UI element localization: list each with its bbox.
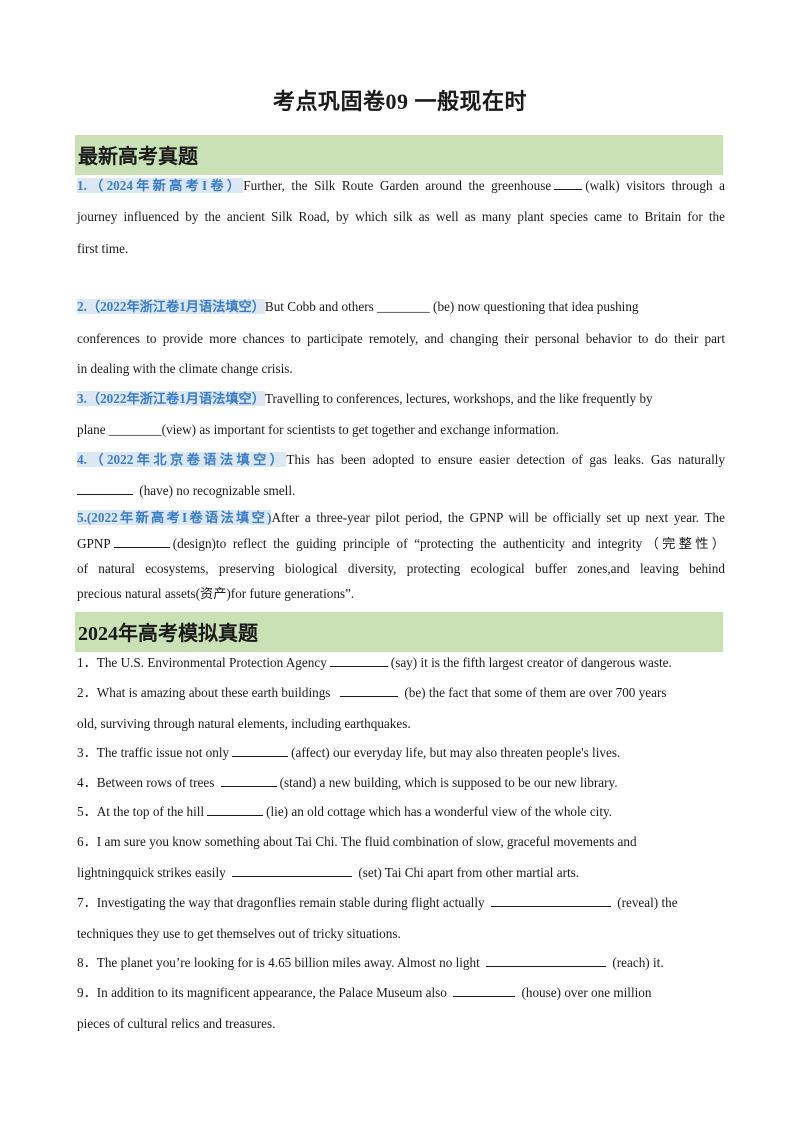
- answer-blank[interactable]: [490, 894, 611, 907]
- question-text: (house) over one million: [521, 985, 652, 1000]
- question-text: This has been adopted to ensure easier d…: [286, 452, 725, 467]
- question-source: 3.（2022年浙江卷1月语法填空）: [77, 391, 265, 406]
- question-line: 5.(2022年新高考I卷语法填空)After a three-year pil…: [77, 509, 725, 527]
- question-text: (design)to reflect the guiding principle…: [172, 536, 725, 551]
- question-text: 3．The traffic issue not only: [77, 745, 230, 760]
- question-line: 4.（2022年北京卷语法填空）This has been adopted to…: [77, 451, 725, 469]
- answer-blank[interactable]: [232, 744, 289, 757]
- question-line: conferences to provide more chances to p…: [77, 331, 725, 346]
- question-text: After a three-year pilot period, the GPN…: [271, 510, 725, 525]
- question-text: 9．In addition to its magnificent appeara…: [77, 985, 447, 1000]
- answer-blank[interactable]: [486, 954, 607, 967]
- question-text: 8．The planet you’re looking for is 4.65 …: [77, 955, 480, 970]
- question-line: 6．I am sure you know something about Tai…: [77, 834, 637, 849]
- question-line: 1.（2024年新高考I卷）Further, the Silk Route Ga…: [77, 177, 725, 195]
- section-header-recent: 最新高考真题: [75, 135, 723, 175]
- question-text: (lie) an old cottage which has a wonderf…: [266, 804, 613, 819]
- question-line: lightningquick strikes easily (set) Tai …: [77, 864, 725, 882]
- question-line: 4．Between rows of trees (stand) a new bu…: [77, 774, 725, 792]
- question-source: 2.（2022年浙江卷1月语法填空）: [77, 299, 265, 314]
- answer-blank[interactable]: [554, 177, 583, 190]
- question-text: lightningquick strikes easily: [77, 865, 226, 880]
- question-line: 7．Investigating the way that dragonflies…: [77, 894, 725, 912]
- question-text: 5．At the top of the hill: [77, 804, 205, 819]
- question-line: in dealing with the climate change crisi…: [77, 361, 293, 376]
- answer-blank[interactable]: [207, 803, 264, 816]
- question-line: GPNP (design)to reflect the guiding princ…: [77, 535, 725, 553]
- answer-blank[interactable]: [340, 684, 399, 697]
- question-line: 3．The traffic issue not only (affect) our…: [77, 744, 725, 762]
- question-line: 1．The U.S. Environmental Protection Agen…: [77, 654, 725, 672]
- answer-blank[interactable]: [329, 654, 388, 667]
- question-text: (reach) it.: [612, 955, 664, 970]
- page-title: 考点巩固卷09 一般现在时: [272, 89, 527, 114]
- question-line: 3.（2022年浙江卷1月语法填空）Travelling to conferen…: [77, 390, 725, 408]
- question-text: 1．The U.S. Environmental Protection Agen…: [77, 655, 327, 670]
- section-header-mock: 2024年高考模拟真题: [75, 612, 723, 652]
- answer-blank[interactable]: [453, 984, 516, 997]
- question-line: of natural ecosystems, preserving biolog…: [77, 561, 725, 576]
- question-source: 5.(2022年新高考I卷语法填空): [77, 510, 272, 525]
- question-text: 7．Investigating the way that dragonflies…: [77, 895, 485, 910]
- question-text: (be) the fact that some of them are over…: [404, 685, 667, 700]
- question-text: (walk) visitors through a: [585, 178, 725, 193]
- question-source: 1.（2024年新高考I卷）: [77, 178, 244, 193]
- question-text: But Cobb and others ________ (be) now qu…: [264, 299, 639, 314]
- question-line: journey influenced by the ancient Silk R…: [77, 209, 725, 224]
- question-line: 5．At the top of the hill (lie) an old cot…: [77, 803, 725, 821]
- answer-blank[interactable]: [220, 774, 277, 787]
- question-line: precious natural assets(资产)for future ge…: [77, 586, 355, 601]
- question-text: (stand) a new building, which is suppose…: [279, 775, 618, 790]
- question-text: GPNP: [77, 536, 111, 551]
- question-line: pieces of cultural relics and treasures.: [77, 1016, 276, 1031]
- question-line: (have) no recognizable smell.: [77, 482, 725, 500]
- question-text: 4．Between rows of trees: [77, 775, 215, 790]
- question-text: (have) no recognizable smell.: [139, 483, 296, 498]
- answer-blank[interactable]: [232, 864, 353, 877]
- question-source: 4.（2022年北京卷语法填空）: [77, 452, 287, 467]
- question-text: (reveal) the: [617, 895, 678, 910]
- question-line: techniques they use to get themselves ou…: [77, 926, 401, 941]
- question-line: plane ________(view) as important for sc…: [77, 422, 559, 437]
- question-text: Travelling to conferences, lectures, wor…: [264, 391, 653, 406]
- question-line: first time.: [77, 241, 129, 256]
- question-line: 8．The planet you’re looking for is 4.65 …: [77, 954, 725, 972]
- question-line: 2．What is amazing about these earth buil…: [77, 684, 725, 702]
- answer-blank[interactable]: [77, 482, 133, 495]
- question-text: (affect) our everyday life, but may also…: [291, 745, 621, 760]
- question-text: Further, the Silk Route Garden around th…: [243, 178, 552, 193]
- answer-blank[interactable]: [113, 535, 170, 548]
- question-line: 2.（2022年浙江卷1月语法填空）But Cobb and others __…: [77, 298, 725, 316]
- question-text: (set) Tai Chi apart from other martial a…: [358, 865, 580, 880]
- question-line: old, surviving through natural elements,…: [77, 716, 411, 731]
- question-line: 9．In addition to its magnificent appeara…: [77, 984, 725, 1002]
- question-text: 2．What is amazing about these earth buil…: [77, 685, 331, 700]
- question-text: (say) it is the fifth largest creator of…: [390, 655, 672, 670]
